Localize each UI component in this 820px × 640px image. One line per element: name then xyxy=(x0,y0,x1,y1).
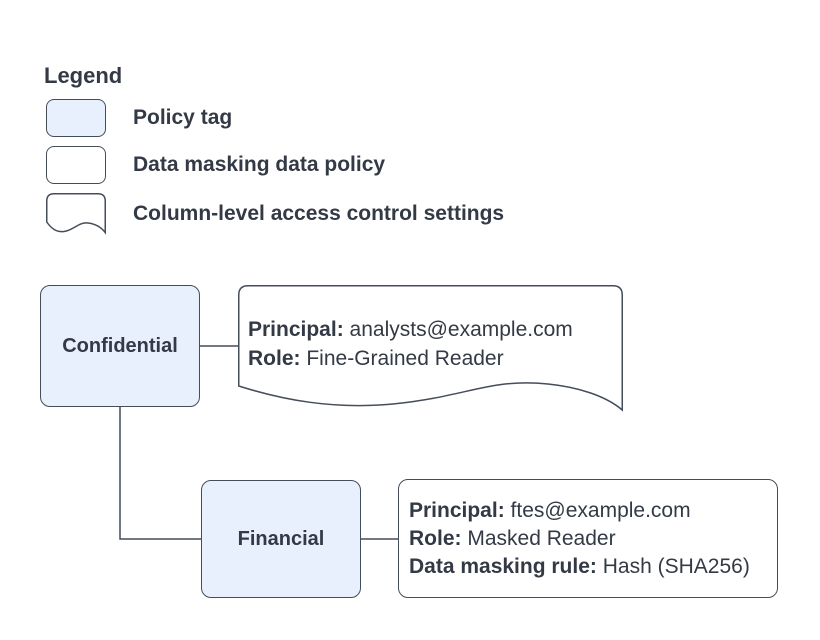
role-line: Role: Masked Reader xyxy=(409,525,777,553)
principal-line: Principal: analysts@example.com xyxy=(248,315,613,344)
document-shape xyxy=(238,285,623,412)
legend-item-label: Policy tag xyxy=(133,106,233,129)
legend-item-column-access: Column-level access control settings xyxy=(46,193,504,235)
connector-confidential-to-financial xyxy=(119,407,201,540)
document-swatch-icon xyxy=(46,193,106,235)
legend-item-label: Data masking data policy xyxy=(133,153,386,176)
legend-item-label: Column-level access control settings xyxy=(133,202,505,225)
principal-value: analysts@example.com xyxy=(349,318,573,341)
role-label: Role: xyxy=(248,347,301,370)
column-access-settings-node: Principal: analysts@example.com Role: Fi… xyxy=(238,285,623,412)
policy-tag-label: Financial xyxy=(237,527,325,550)
masking-rule-line: Data masking rule: Hash (SHA256) xyxy=(409,553,777,581)
role-value: Fine-Grained Reader xyxy=(306,347,504,370)
data-policy-swatch-icon xyxy=(46,146,106,184)
policy-tag-swatch-icon xyxy=(46,99,106,137)
policy-tag-node-financial: Financial xyxy=(201,480,361,598)
data-masking-policy-node: Principal: ftes@example.com Role: Masked… xyxy=(398,479,778,598)
legend-item-data-policy: Data masking data policy xyxy=(46,146,385,184)
legend-title: Legend xyxy=(44,63,123,88)
principal-line: Principal: ftes@example.com xyxy=(409,497,777,525)
masking-rule-label: Data masking rule: xyxy=(409,554,597,578)
principal-label: Principal: xyxy=(409,498,505,522)
role-label: Role: xyxy=(409,526,462,550)
masking-rule-value: Hash (SHA256) xyxy=(602,554,750,578)
legend-item-policy-tag: Policy tag xyxy=(46,99,232,137)
principal-value: ftes@example.com xyxy=(510,498,691,522)
policy-tag-node-confidential: Confidential xyxy=(40,285,200,407)
role-line: Role: Fine-Grained Reader xyxy=(248,344,613,373)
principal-label: Principal: xyxy=(248,318,344,341)
policy-tag-label: Confidential xyxy=(62,334,178,357)
role-value: Masked Reader xyxy=(467,526,616,550)
access-settings-text: Principal: analysts@example.com Role: Fi… xyxy=(248,315,613,373)
